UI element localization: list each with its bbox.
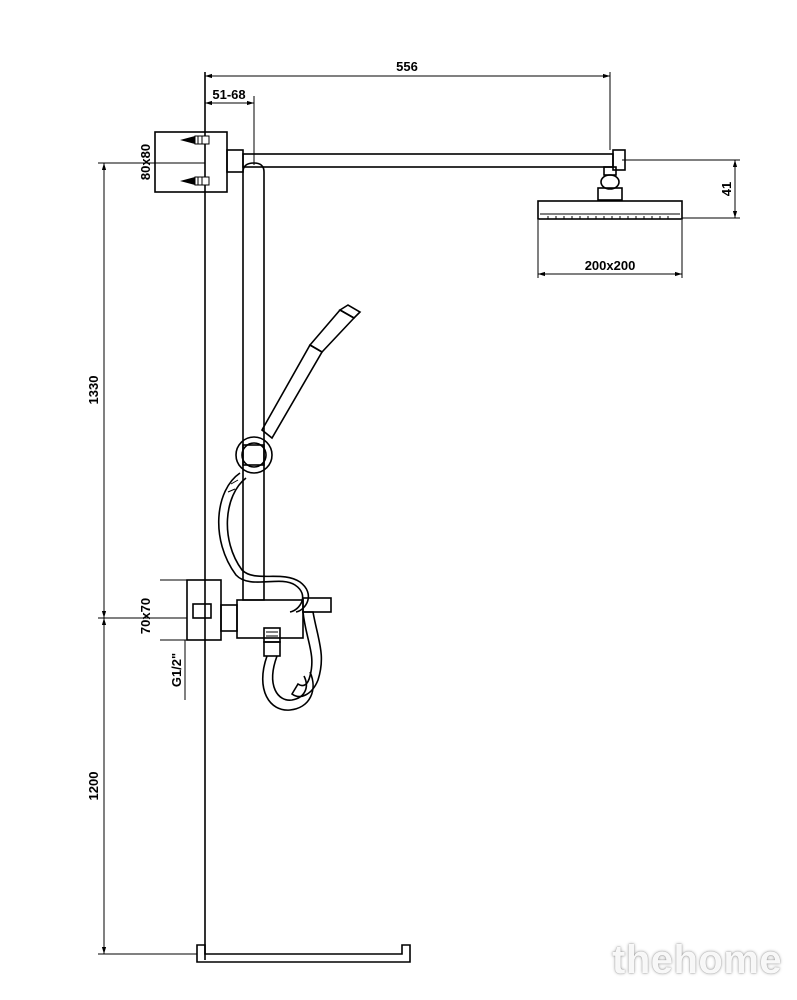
dimension-head-height: 41: [622, 159, 740, 219]
dimension-wall-plate: 80x80: [138, 144, 153, 180]
hose-loop: [262, 641, 314, 711]
head-connector: [597, 166, 623, 201]
mixer-body: [220, 597, 332, 643]
slider-holder: [235, 436, 273, 474]
dimension-floor-height: 1200: [86, 618, 197, 955]
label-arm-length: 556: [396, 59, 418, 74]
dimension-wall-offset: 51-68: [205, 87, 255, 165]
mixer-lever: [290, 611, 323, 698]
wall-plate-mixer: [186, 579, 222, 641]
label-thread: G1/2": [169, 653, 184, 687]
shower-head: [537, 200, 683, 220]
label-head-height: 41: [719, 182, 734, 196]
label-wall-plate: 80x80: [138, 144, 153, 180]
wall-plate-top: [154, 131, 228, 193]
dimension-arm-length: 556: [205, 59, 611, 150]
label-floor-height: 1200: [86, 772, 101, 801]
floor: [196, 944, 411, 963]
label-mixer-plate: 70x70: [138, 598, 153, 634]
label-head-size: 200x200: [585, 258, 636, 273]
label-wall-offset: 51-68: [212, 87, 245, 102]
watermark-logo: thehome: [612, 938, 783, 982]
shower-arm: [226, 149, 626, 173]
riser-rail: [242, 162, 265, 601]
dimension-head-size: 200x200: [537, 220, 683, 278]
hand-shower: [260, 304, 362, 440]
dimension-rail-height: 1330: [86, 162, 205, 619]
dimension-thread: G1/2": [169, 640, 186, 700]
screw-icon: [180, 135, 210, 145]
screw-icon: [180, 176, 210, 186]
dimension-mixer-plate: 70x70: [138, 579, 187, 641]
label-rail-height: 1330: [86, 376, 101, 405]
